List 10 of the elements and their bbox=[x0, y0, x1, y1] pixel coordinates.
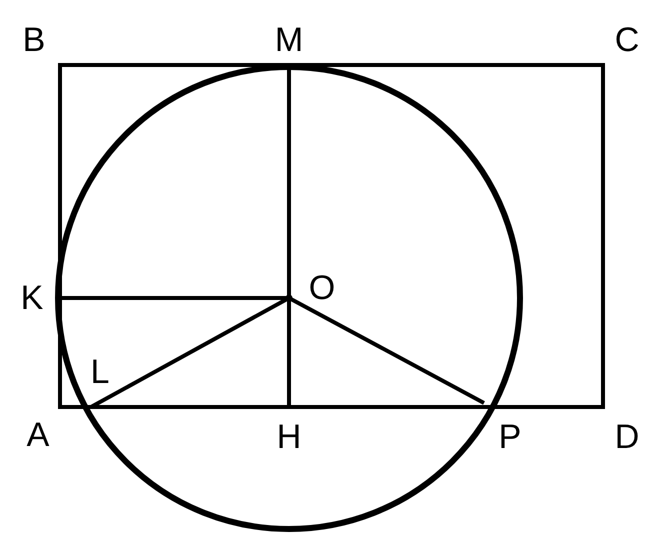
point-label: M bbox=[274, 23, 304, 57]
point-label: A bbox=[26, 418, 50, 452]
point-label: O bbox=[308, 271, 336, 305]
point-label: H bbox=[276, 420, 302, 454]
point-label: K bbox=[20, 281, 44, 315]
point-label: D bbox=[614, 420, 640, 454]
point-label: C bbox=[614, 23, 640, 57]
point-label: P bbox=[498, 420, 522, 454]
point-label: B bbox=[22, 23, 46, 57]
point-label: L bbox=[90, 355, 110, 389]
